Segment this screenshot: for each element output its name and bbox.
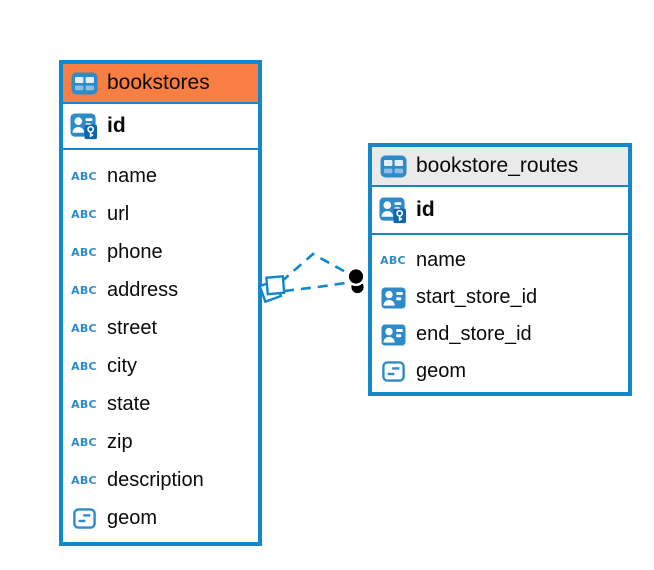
column-row[interactable]: geom <box>63 499 258 537</box>
primary-key-icon <box>70 112 98 140</box>
primary-key-row[interactable]: id <box>372 187 628 235</box>
text-type-icon: ABC <box>71 359 97 373</box>
text-type-icon: ABC <box>71 397 97 411</box>
column-row[interactable]: ABC state <box>63 385 258 423</box>
column-row[interactable]: ABC name <box>63 157 258 195</box>
column-label: geom <box>107 506 158 529</box>
text-type-icon: ABC <box>71 473 97 487</box>
column-row[interactable]: ABC name <box>372 242 628 279</box>
table-icon <box>379 155 407 178</box>
column-row[interactable]: ABC zip <box>63 423 258 461</box>
column-label: id <box>107 114 126 137</box>
column-label: url <box>107 202 130 225</box>
table-card-bookstore-routes[interactable]: bookstore_routes id ABC name <box>368 143 632 396</box>
table-header[interactable]: bookstores <box>63 64 258 104</box>
column-row[interactable]: ABC street <box>63 309 258 347</box>
text-type-icon: ABC <box>71 207 97 221</box>
primary-key-row[interactable]: id <box>63 104 258 150</box>
column-row[interactable]: geom <box>372 353 628 390</box>
column-label: geom <box>416 360 467 382</box>
column-label: street <box>107 316 158 339</box>
relationship-end-dot[interactable] <box>346 267 367 296</box>
text-type-icon: ABC <box>71 283 97 297</box>
column-row[interactable]: ABC phone <box>63 233 258 271</box>
text-type-icon: ABC <box>380 254 406 267</box>
table-icon <box>70 72 98 95</box>
geometry-type-icon <box>379 361 407 382</box>
column-label: start_store_id <box>416 286 538 308</box>
text-type-icon: ABC <box>71 245 97 259</box>
column-label: name <box>107 164 158 187</box>
column-label: name <box>416 249 467 271</box>
table-title: bookstore_routes <box>416 154 579 177</box>
relationship-line[interactable] <box>280 252 353 293</box>
table-title: bookstores <box>107 71 210 94</box>
primary-key-icon <box>379 196 407 224</box>
column-label: end_store_id <box>416 323 532 345</box>
column-label: zip <box>107 430 133 453</box>
text-type-icon: ABC <box>71 169 97 183</box>
reference-icon <box>379 287 407 309</box>
column-label: state <box>107 392 151 415</box>
text-type-icon: ABC <box>71 435 97 449</box>
column-row[interactable]: ABC url <box>63 195 258 233</box>
column-label: id <box>416 198 435 221</box>
column-label: address <box>107 278 179 301</box>
column-row[interactable]: ABC description <box>63 461 258 499</box>
column-label: phone <box>107 240 163 263</box>
table-header[interactable]: bookstore_routes <box>372 147 628 187</box>
column-label: description <box>107 468 204 491</box>
geometry-type-icon <box>70 507 98 529</box>
column-row[interactable]: ABC address <box>63 271 258 309</box>
table-card-bookstores[interactable]: bookstores id ABC name ABC url <box>59 60 262 546</box>
relationship-source-marker[interactable] <box>258 274 286 304</box>
column-row[interactable]: end_store_id <box>372 316 628 353</box>
column-row[interactable]: ABC city <box>63 347 258 385</box>
text-type-icon: ABC <box>71 321 97 335</box>
column-label: city <box>107 354 137 377</box>
column-row[interactable]: start_store_id <box>372 279 628 316</box>
reference-icon <box>379 324 407 346</box>
